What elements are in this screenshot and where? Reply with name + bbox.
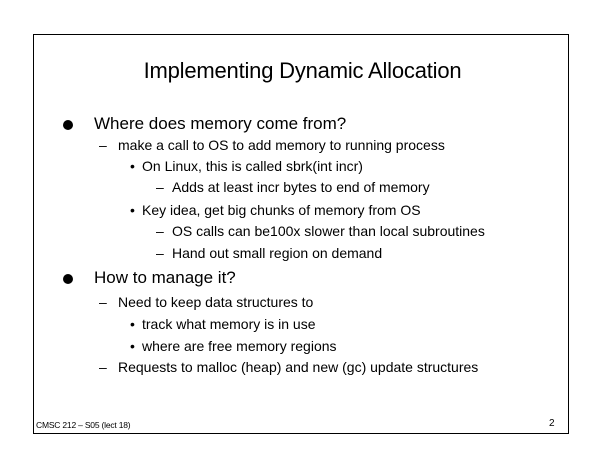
small-bullet-icon: • bbox=[130, 202, 135, 218]
slide-footer: CMSC 212 – S05 (lect 18) bbox=[36, 420, 131, 430]
dash-marker: – bbox=[156, 245, 164, 261]
bullet-item: make a call to OS to add memory to runni… bbox=[118, 137, 445, 153]
dash-marker: – bbox=[99, 137, 107, 153]
page-number: 2 bbox=[549, 418, 555, 429]
bullet-item: Adds at least incr bytes to end of memor… bbox=[172, 179, 430, 195]
dash-marker: – bbox=[156, 223, 164, 239]
bullet-item: where are free memory regions bbox=[142, 338, 337, 354]
bullet-dot-icon bbox=[63, 120, 73, 130]
small-bullet-icon: • bbox=[130, 338, 135, 354]
bullet-item: track what memory is in use bbox=[142, 316, 316, 332]
bullet-item: Key idea, get big chunks of memory from … bbox=[142, 202, 421, 218]
slide-title: Implementing Dynamic Allocation bbox=[143, 58, 462, 83]
bullet-item: Requests to malloc (heap) and new (gc) u… bbox=[118, 359, 479, 375]
bullet-item: Need to keep data structures to bbox=[118, 294, 314, 310]
small-bullet-icon: • bbox=[130, 316, 135, 332]
bullet-dot-icon bbox=[63, 274, 73, 284]
dash-marker: – bbox=[99, 294, 107, 310]
dash-marker: – bbox=[156, 179, 164, 195]
bullet-item: On Linux, this is called sbrk(int incr) bbox=[142, 158, 363, 174]
bullet-item: Where does memory come from? bbox=[94, 114, 347, 133]
bullet-item: Hand out small region on demand bbox=[172, 245, 383, 261]
dash-marker: – bbox=[99, 359, 107, 375]
bullet-item: How to manage it? bbox=[94, 268, 236, 287]
slide-frame bbox=[33, 34, 569, 434]
bullet-item: OS calls can be100x slower than local su… bbox=[172, 223, 485, 239]
small-bullet-icon: • bbox=[130, 158, 135, 174]
